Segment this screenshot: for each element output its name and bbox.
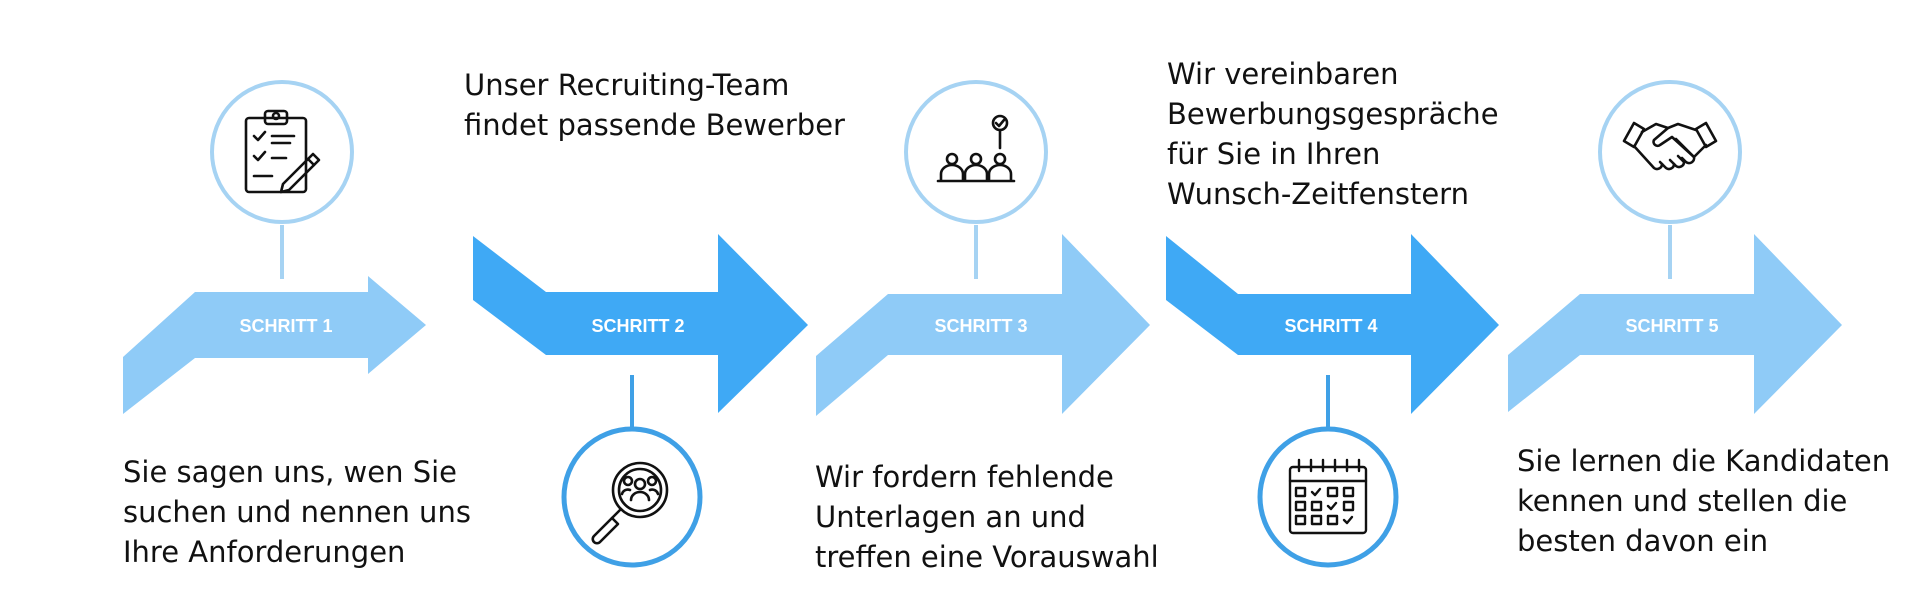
step-3-label: SCHRITT 3 (934, 316, 1027, 336)
step-4-arrow-shape (1166, 234, 1499, 414)
step-5-label: SCHRITT 5 (1625, 316, 1718, 336)
step-2-description: Unser Recruiting-Team findet passende Be… (464, 68, 845, 142)
step-1-icon-circle (210, 80, 354, 224)
step-2-icon-circle (561, 426, 703, 568)
step-3-arrow: SCHRITT 3 (816, 234, 1150, 416)
step-4-arrow: SCHRITT 4 (1166, 234, 1499, 414)
step-1-description: Sie sagen uns, wen Sie suchen und nennen… (123, 455, 471, 569)
step-4-label: SCHRITT 4 (1284, 316, 1377, 336)
step-1-arrow-shape (123, 276, 426, 414)
step-4-icon-circle (1257, 426, 1399, 568)
step-5-arrow-shape (1508, 234, 1842, 414)
calendar-icon (1288, 458, 1368, 535)
step-2-label: SCHRITT 2 (591, 316, 684, 336)
step-2-arrow: SCHRITT 2 (473, 234, 808, 413)
clipboard-checklist-icon (244, 109, 321, 194)
step-5-arrow: SCHRITT 5 (1508, 234, 1842, 414)
step-3-description: Wir fordern fehlende Unterlagen an und t… (815, 460, 1159, 574)
step-5-icon-circle (1598, 80, 1742, 224)
step-5-description: Sie lernen die Kandidaten kennen und ste… (1517, 444, 1891, 558)
step-1-arrow: SCHRITT 1 (123, 276, 426, 414)
step-1-label: SCHRITT 1 (239, 316, 332, 336)
step-4-description: Wir vereinbaren Bewerbungsgespräche für … (1167, 57, 1499, 211)
candidates-selection-icon (936, 114, 1016, 183)
step-3-arrow-shape (816, 234, 1150, 416)
step-2-arrow-shape (473, 234, 808, 413)
magnifier-people-icon (591, 461, 669, 545)
handshake-icon (1622, 121, 1718, 171)
step-3-icon-circle (904, 80, 1048, 224)
